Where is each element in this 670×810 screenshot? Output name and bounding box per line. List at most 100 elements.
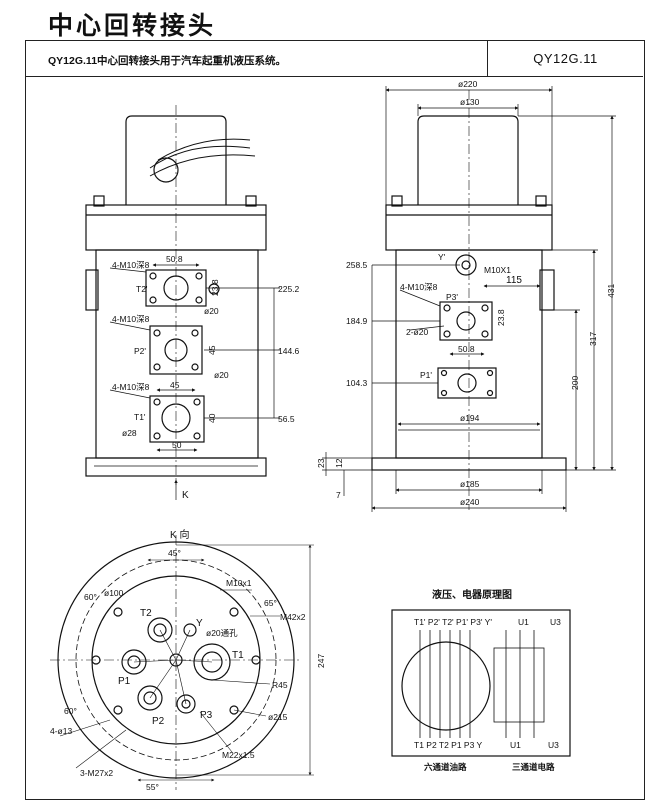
schematic: 液压、电器原理图 T1' P2' T2' P1' P3' Y' U1 U3 T1… [391,588,571,772]
top-dim-3m27: 3-M27x2 [80,768,113,778]
drawing-sheet: QY12G.11中心回转接头用于汽车起重机液压系统。 QY12G.11 [25,40,645,800]
top-port-p1-label: P1 [118,676,131,687]
top-port-t2 [147,617,173,643]
side-dim-d194: ø194 [460,413,480,423]
front-base [85,457,267,477]
front-dim-225-2: 225.2 [278,284,300,294]
front-dim-144-6: 144.6 [278,346,300,356]
front-side-boss [85,269,99,311]
top-view-labels: K 向 45° 60° 65° 60° 55° ø100 M10x1 M42x2… [50,528,326,792]
top-port-p3-label: P3 [200,710,213,721]
front-dim-50: 50 [172,440,182,450]
schematic-rotor-circle [401,641,491,731]
front-dim-d20-a: ø20 [204,306,219,316]
schematic-title: 液压、电器原理图 [432,588,512,601]
top-dim-m22: M22x1.5 [222,750,255,760]
top-dim-d100: ø100 [104,588,124,598]
front-bolt-t2: 4-M10深8 [112,260,150,270]
front-cable [149,138,256,177]
top-dim-d215: ø215 [268,712,288,722]
model-code-box: QY12G.11 [488,41,643,77]
front-view-labels: 4-M10深8 T2' 50.8 23.8 ø20 225.2 4-M10深8 … [112,254,300,501]
port-block-p2 [149,325,203,375]
top-dim-m42x2: M42x2 [280,612,306,622]
port-block-t1 [149,395,205,443]
top-port-t2-label: T2 [140,608,152,619]
side-view [322,86,616,512]
side-port-block-p3 [439,301,493,341]
front-dim-45-h: 45 [170,380,180,390]
side-dim-115: 115 [506,275,522,286]
side-dim-104-3: 104.3 [346,378,368,388]
front-port-t1: T1' [134,412,146,422]
side-dim-7: 7 [336,490,341,500]
top-port-p3 [176,694,196,714]
front-dim-40: 40 [207,413,217,423]
front-dim-50-8: 50.8 [166,254,183,264]
front-bolt-left [93,195,105,207]
product-description: QY12G.11中心回转接头用于汽车起重机液压系统。 [48,55,287,67]
schematic-bottom-ports: T1 P2 T2 P1 P3 Y [414,740,483,750]
schematic-caption-right: 三通道电路 [512,762,555,772]
top-angle-60-a: 60° [84,592,97,602]
front-port-t2: T2' [136,284,148,294]
side-view-labels: ø220 ø130 Y' M10X1 115 258.5 4-M10深8 P3'… [316,79,616,507]
side-dim-2d20: 2-ø20 [406,327,428,337]
top-port-p1 [121,649,147,675]
top-dim-4d13: 4-ø13 [50,726,72,736]
top-port-t1-label: T1 [232,650,244,661]
front-port-p2: P2' [134,346,146,356]
top-dim-d20: ø20通孔 [206,628,238,638]
side-port-p3-label: P3' [446,292,458,302]
top-angle-65: 65° [264,598,277,608]
side-dim-258-5: 258.5 [346,260,368,270]
schematic-top-u1: U1 [518,617,529,627]
front-view [85,105,280,500]
side-dim-d240: ø240 [460,497,480,507]
front-view-arrow-k: K [182,490,189,501]
side-thread: M10X1 [484,265,511,275]
schematic-top-u3: U3 [550,617,561,627]
page-title: 中心回转接头 [48,11,217,40]
side-dim-12: 12 [334,458,344,468]
schematic-top-ports: T1' P2' T2' P1' P3' Y' [414,617,492,627]
top-dim-m10x1: M10x1 [226,578,252,588]
front-bolt-right [245,195,257,207]
side-port-y-label: Y' [438,252,446,262]
top-angle-45: 45° [168,548,181,558]
side-dim-200: 200 [570,376,580,390]
schematic-caption-left: 六通道油路 [424,762,467,772]
front-dim-23-8: 23.8 [210,279,220,296]
description-strip: QY12G.11中心回转接头用于汽车起重机液压系统。 [26,41,488,77]
side-boss [539,269,555,311]
schematic-frame [391,609,571,757]
front-bolt-t1: 4-M10深8 [112,382,150,392]
side-cap [417,115,519,205]
front-dim-d20-b: ø20 [214,370,229,380]
front-cable-gland [153,157,179,183]
top-port-y-label: Y [196,618,203,629]
front-dim-45-v: 45 [207,345,217,355]
side-dim-317: 317 [588,332,598,346]
schematic-bottom-u3: U3 [548,740,559,750]
side-port-p1-label: P1' [420,370,432,380]
side-dim-431: 431 [606,284,616,298]
top-angle-55: 55° [146,782,159,792]
top-view-label: K 向 [170,528,189,541]
top-port-p2-label: P2 [152,716,165,727]
side-dim-d130: ø130 [460,97,480,107]
front-bolt-p2: 4-M10深8 [112,314,150,324]
side-dim-184-9: 184.9 [346,316,368,326]
front-dim-56-5: 56.5 [278,414,295,424]
top-port-p2 [137,685,163,711]
side-dim-23-8: 23.8 [496,309,506,326]
top-view-k [50,535,314,790]
top-angle-60-b: 60° [64,706,77,716]
top-port-y [183,623,197,637]
side-bolt: 4-M10深8 [400,282,438,292]
front-dim-d28: ø28 [122,428,137,438]
front-cap [125,115,227,205]
schematic-bottom-u1: U1 [510,740,521,750]
top-dim-r45: R45 [272,680,288,690]
